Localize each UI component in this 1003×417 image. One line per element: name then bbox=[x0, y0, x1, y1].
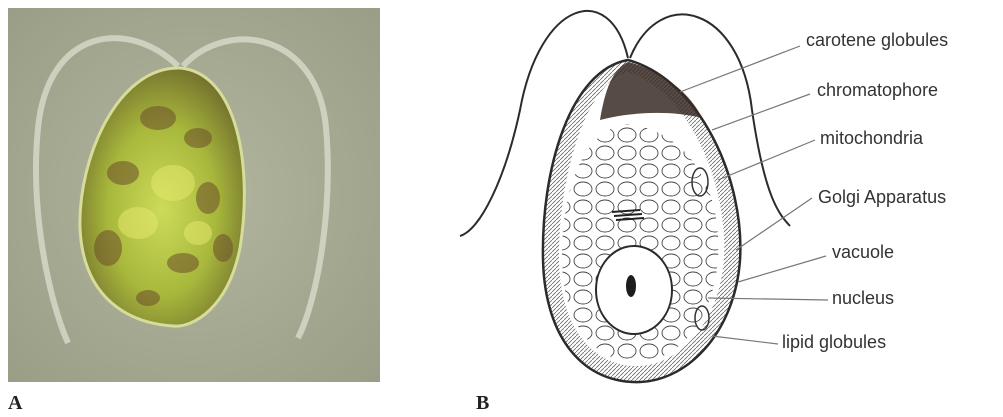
label-golgi-apparatus: Golgi Apparatus bbox=[818, 187, 946, 208]
label-nucleus: nucleus bbox=[832, 288, 894, 309]
micrograph-panel-a bbox=[8, 8, 380, 382]
label-chromatophore: chromatophore bbox=[817, 80, 938, 101]
diagram-panel-b bbox=[440, 0, 1003, 417]
panel-label-a: A bbox=[8, 392, 22, 415]
label-vacuole: vacuole bbox=[832, 242, 894, 263]
nucleolus bbox=[626, 275, 636, 297]
label-mitochondria: mitochondria bbox=[820, 128, 923, 149]
label-carotene-globules: carotene globules bbox=[806, 30, 948, 51]
label-lipid-globules: lipid globules bbox=[782, 332, 886, 353]
panel-label-b: B bbox=[476, 392, 489, 415]
